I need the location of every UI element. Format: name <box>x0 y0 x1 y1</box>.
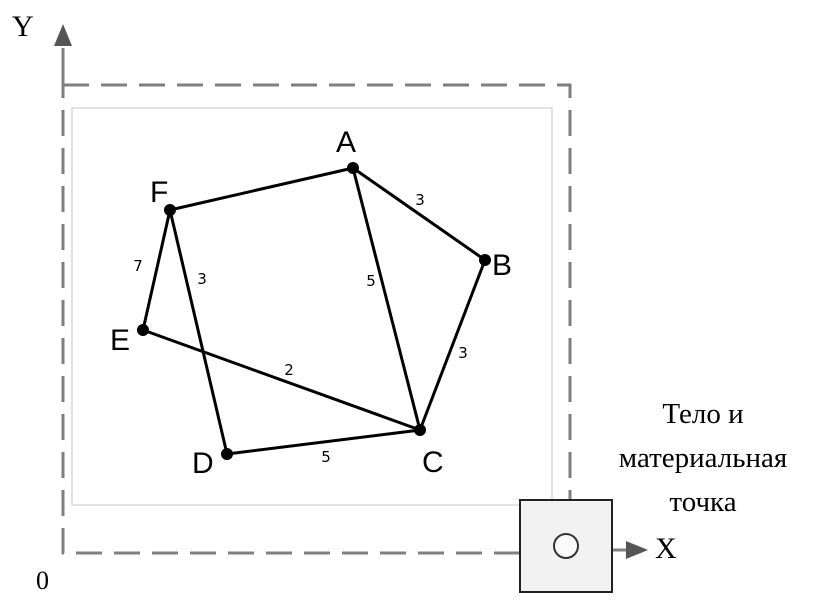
caption-line-3: точка <box>669 486 737 518</box>
edge-a-b <box>352 166 486 262</box>
node-label-a: A <box>336 126 356 159</box>
edge-f-a <box>169 166 354 212</box>
edge-weight-c-d: 5 <box>321 448 331 466</box>
edge-weight-c-e: 2 <box>284 361 294 379</box>
edge-c-d <box>226 428 421 456</box>
edge-weight-f-d: 3 <box>197 270 207 288</box>
node-e <box>137 324 149 336</box>
node-b <box>479 254 491 266</box>
edge-b-c <box>418 259 487 431</box>
edge-f-d <box>168 209 229 455</box>
y-axis-label: Y <box>12 10 34 43</box>
edge-weight-b-c: 3 <box>458 344 468 362</box>
x-axis-label: X <box>655 532 677 565</box>
node-label-d: D <box>192 447 214 480</box>
node-label-e: E <box>110 324 130 357</box>
edge-e-f <box>141 209 172 331</box>
edge-a-c <box>351 167 422 431</box>
material-point-circle <box>553 533 579 559</box>
node-c <box>414 424 426 436</box>
edge-weight-a-c: 5 <box>366 272 376 290</box>
caption-line-2: материальная <box>618 442 788 474</box>
node-a <box>347 162 359 174</box>
inner-boundary <box>71 107 553 506</box>
node-label-f: F <box>150 176 168 209</box>
edge-c-e <box>142 328 421 432</box>
origin-label: 0 <box>36 566 49 595</box>
caption-line-1: Тело и <box>662 398 744 430</box>
dashed-boundary <box>61 83 572 555</box>
y-axis-arrowhead <box>54 24 72 46</box>
node-d <box>221 448 233 460</box>
edge-weight-e-f: 7 <box>133 257 143 275</box>
node-f <box>164 204 176 216</box>
x-axis-arrowhead <box>626 541 648 559</box>
node-label-b: B <box>492 249 512 282</box>
edge-weight-a-b: 3 <box>415 191 425 209</box>
node-label-c: C <box>422 446 444 479</box>
body-caption: Тело и материальная точка <box>588 392 815 524</box>
